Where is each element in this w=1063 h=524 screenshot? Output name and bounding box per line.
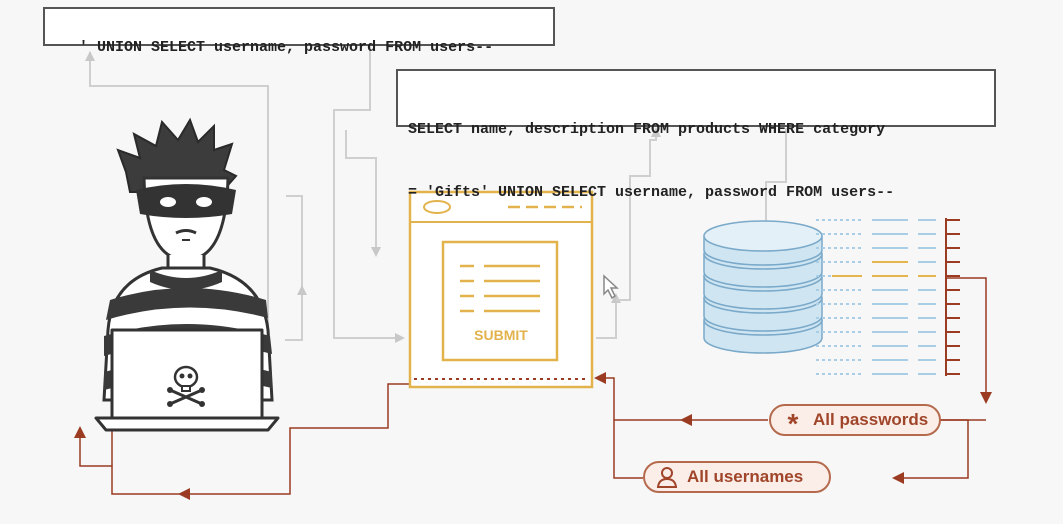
database	[703, 220, 823, 354]
sql-query-line-1: SELECT name, description FROM products W…	[408, 121, 886, 138]
all-passwords-label: All passwords	[813, 410, 929, 429]
cursor-icon	[603, 274, 619, 300]
database-table	[816, 218, 960, 376]
injection-payload-box: ' UNION SELECT username, password FROM u…	[43, 7, 555, 56]
all-passwords-pill: * All passwords	[769, 404, 941, 439]
laptop	[94, 328, 280, 432]
web-form-window	[408, 190, 594, 389]
all-usernames-pill: All usernames	[643, 461, 831, 493]
password-column	[945, 218, 960, 376]
submit-button[interactable]: SUBMIT	[474, 327, 528, 343]
sql-query-line-2: = 'Gifts' UNION SELECT username, passwor…	[408, 184, 895, 201]
asterisk-icon: *	[787, 408, 799, 439]
skull-crossbones-icon	[167, 365, 205, 407]
injection-payload-text: ' UNION SELECT username, password FROM u…	[79, 39, 494, 56]
all-usernames-label: All usernames	[687, 467, 804, 486]
sql-query-box: SELECT name, description FROM products W…	[396, 69, 996, 201]
hacker-mask	[136, 184, 236, 218]
attack-path-lines	[85, 46, 787, 343]
hacker-hair	[116, 117, 238, 193]
user-icon	[653, 463, 681, 491]
